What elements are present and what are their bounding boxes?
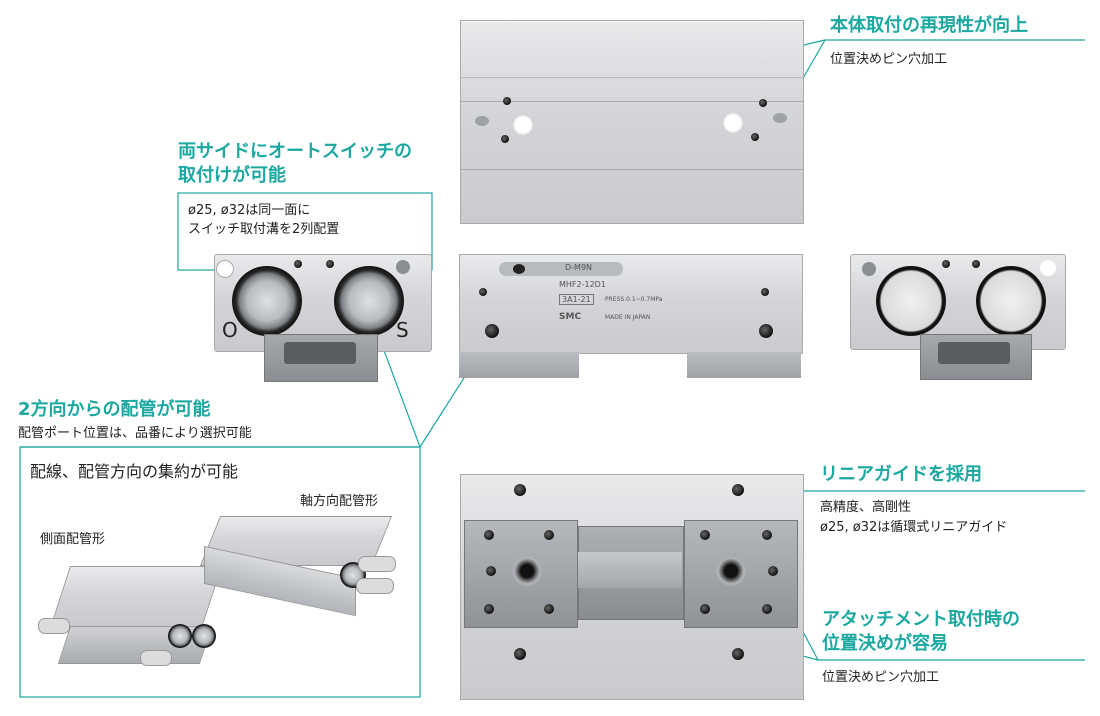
pin-hole-right [773,113,787,123]
callout-switch-title-1: 両サイドにオートスイッチの [178,141,412,162]
brand-logo: SMC [559,312,582,322]
callout-guide-sub-2: ø25, ø32は循環式リニアガイド [820,520,1008,535]
port-label-o: O [222,318,238,342]
made-in: MADE IN JAPAN [605,314,651,321]
callout-switch-title-2: 取付けが可能 [178,165,286,186]
callout-switch-note-1: ø25, ø32は同一面に [188,203,311,218]
end-view-right [850,254,1066,380]
pin-hole-left [475,116,489,126]
model-number: MHF2-12D1 [559,280,606,289]
piping-box-title: 配線、配管方向の集約が可能 [30,462,239,481]
lot-code: 3A1-21 [559,294,594,305]
switch-label: D-M9N [565,263,593,272]
side-piping-product [38,560,223,670]
bottom-view [460,474,804,700]
end-view-left: O S [214,254,432,382]
pressure-rating: PRESS.0.1~0.7MPa [605,296,663,303]
label-axial-piping: 軸方向配管形 [300,494,379,509]
label-side-piping: 側面配管形 [40,532,106,547]
callout-mount-sub: 位置決めピン穴加工 [830,52,948,67]
callout-attach-title-1: アタッチメント取付時の [822,609,1020,630]
port-label-s: S [396,318,409,342]
callout-attach-title-2: 位置決めが容易 [822,633,948,654]
axial-piping-product [199,512,410,617]
side-view: D-M9N MHF2-12D1 3A1-21 PRESS.0.1~0.7MPa … [455,254,805,380]
callout-piping-sub: 配管ポート位置は、品番により選択可能 [18,426,252,441]
callout-attach-sub: 位置決めピン穴加工 [822,670,940,685]
callout-switch-note-2: スイッチ取付溝を2列配置 [188,222,340,237]
callout-guide-sub-1: 高精度、高剛性 [820,500,912,515]
callout-piping-title: 2方向からの配管が可能 [18,399,211,420]
top-view-body [460,20,804,224]
callout-guide-title: リニアガイドを採用 [820,464,982,485]
callout-mount-title: 本体取付の再現性が向上 [830,15,1028,36]
